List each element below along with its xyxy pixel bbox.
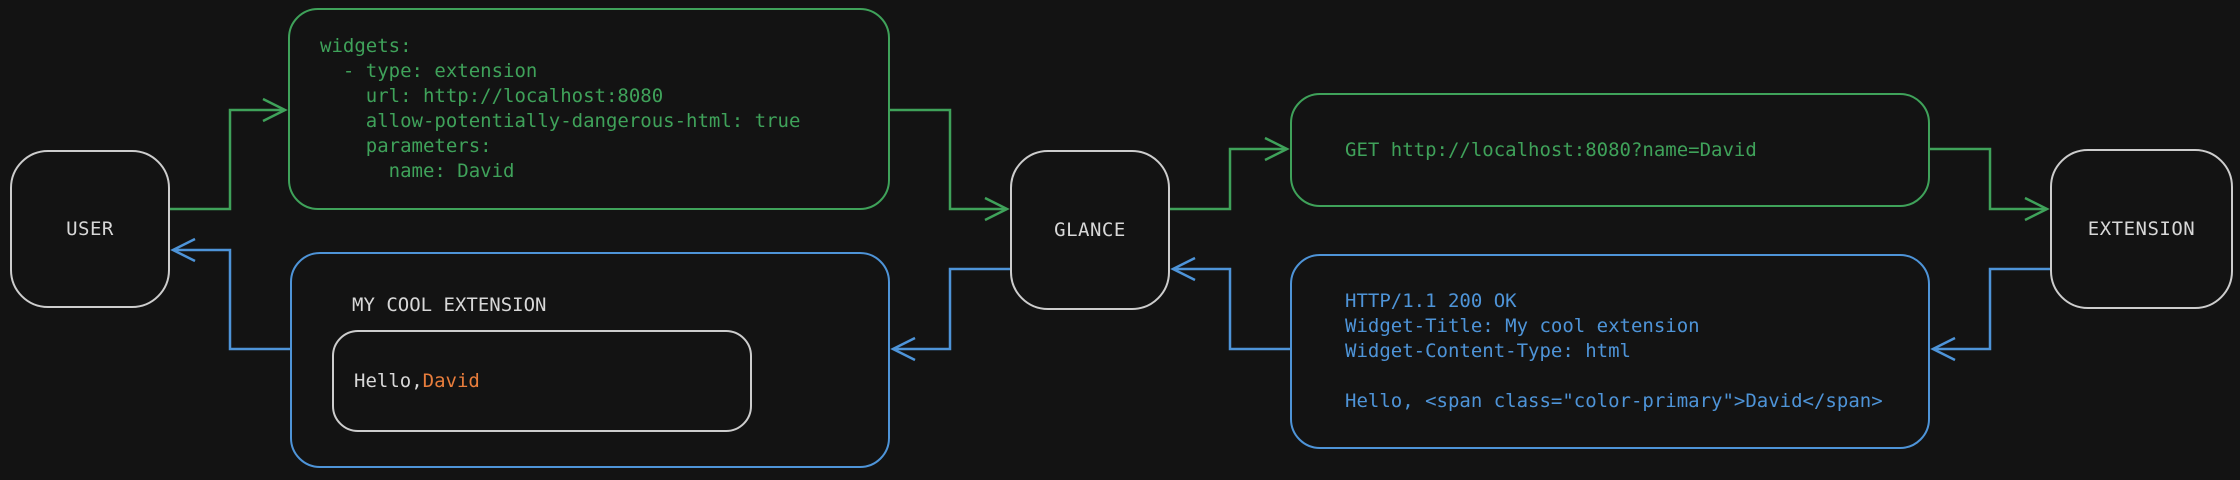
- connector-extension-to-response: [1930, 267, 2050, 362]
- config-yaml-code: widgets: - type: extension url: http://l…: [320, 35, 801, 182]
- http-response-code: HTTP/1.1 200 OK Widget-Title: My cool ex…: [1345, 290, 1883, 412]
- connector-request-to-extension: [1930, 147, 2050, 222]
- greeting-prefix: Hello,: [354, 370, 423, 392]
- node-glance-label: GLANCE: [1054, 219, 1126, 241]
- greeting-name: David: [422, 370, 480, 392]
- node-user-label: USER: [66, 218, 114, 240]
- node-extension: EXTENSION: [2050, 149, 2233, 309]
- connector-config-to-glance: [890, 108, 1010, 222]
- widget-title: MY COOL EXTENSION: [352, 294, 547, 316]
- connector-glance-to-widget: [890, 267, 1010, 362]
- connector-user-to-config: [170, 97, 288, 211]
- connector-widget-to-user: [170, 237, 290, 351]
- connector-glance-to-request: [1170, 136, 1290, 211]
- http-request-code: GET http://localhost:8080?name=David: [1345, 138, 1757, 161]
- node-extension-label: EXTENSION: [2087, 218, 2196, 240]
- http-response-box: HTTP/1.1 200 OK Widget-Title: My cool ex…: [1290, 254, 1930, 449]
- widget-preview-box: MY COOL EXTENSION Hello, David: [290, 252, 890, 468]
- node-user: USER: [10, 150, 170, 308]
- config-yaml-box: widgets: - type: extension url: http://l…: [288, 8, 890, 210]
- greeting-box: Hello, David: [332, 330, 752, 432]
- connector-response-to-glance: [1170, 256, 1290, 351]
- http-request-box: GET http://localhost:8080?name=David: [1290, 93, 1930, 207]
- node-glance: GLANCE: [1010, 150, 1170, 310]
